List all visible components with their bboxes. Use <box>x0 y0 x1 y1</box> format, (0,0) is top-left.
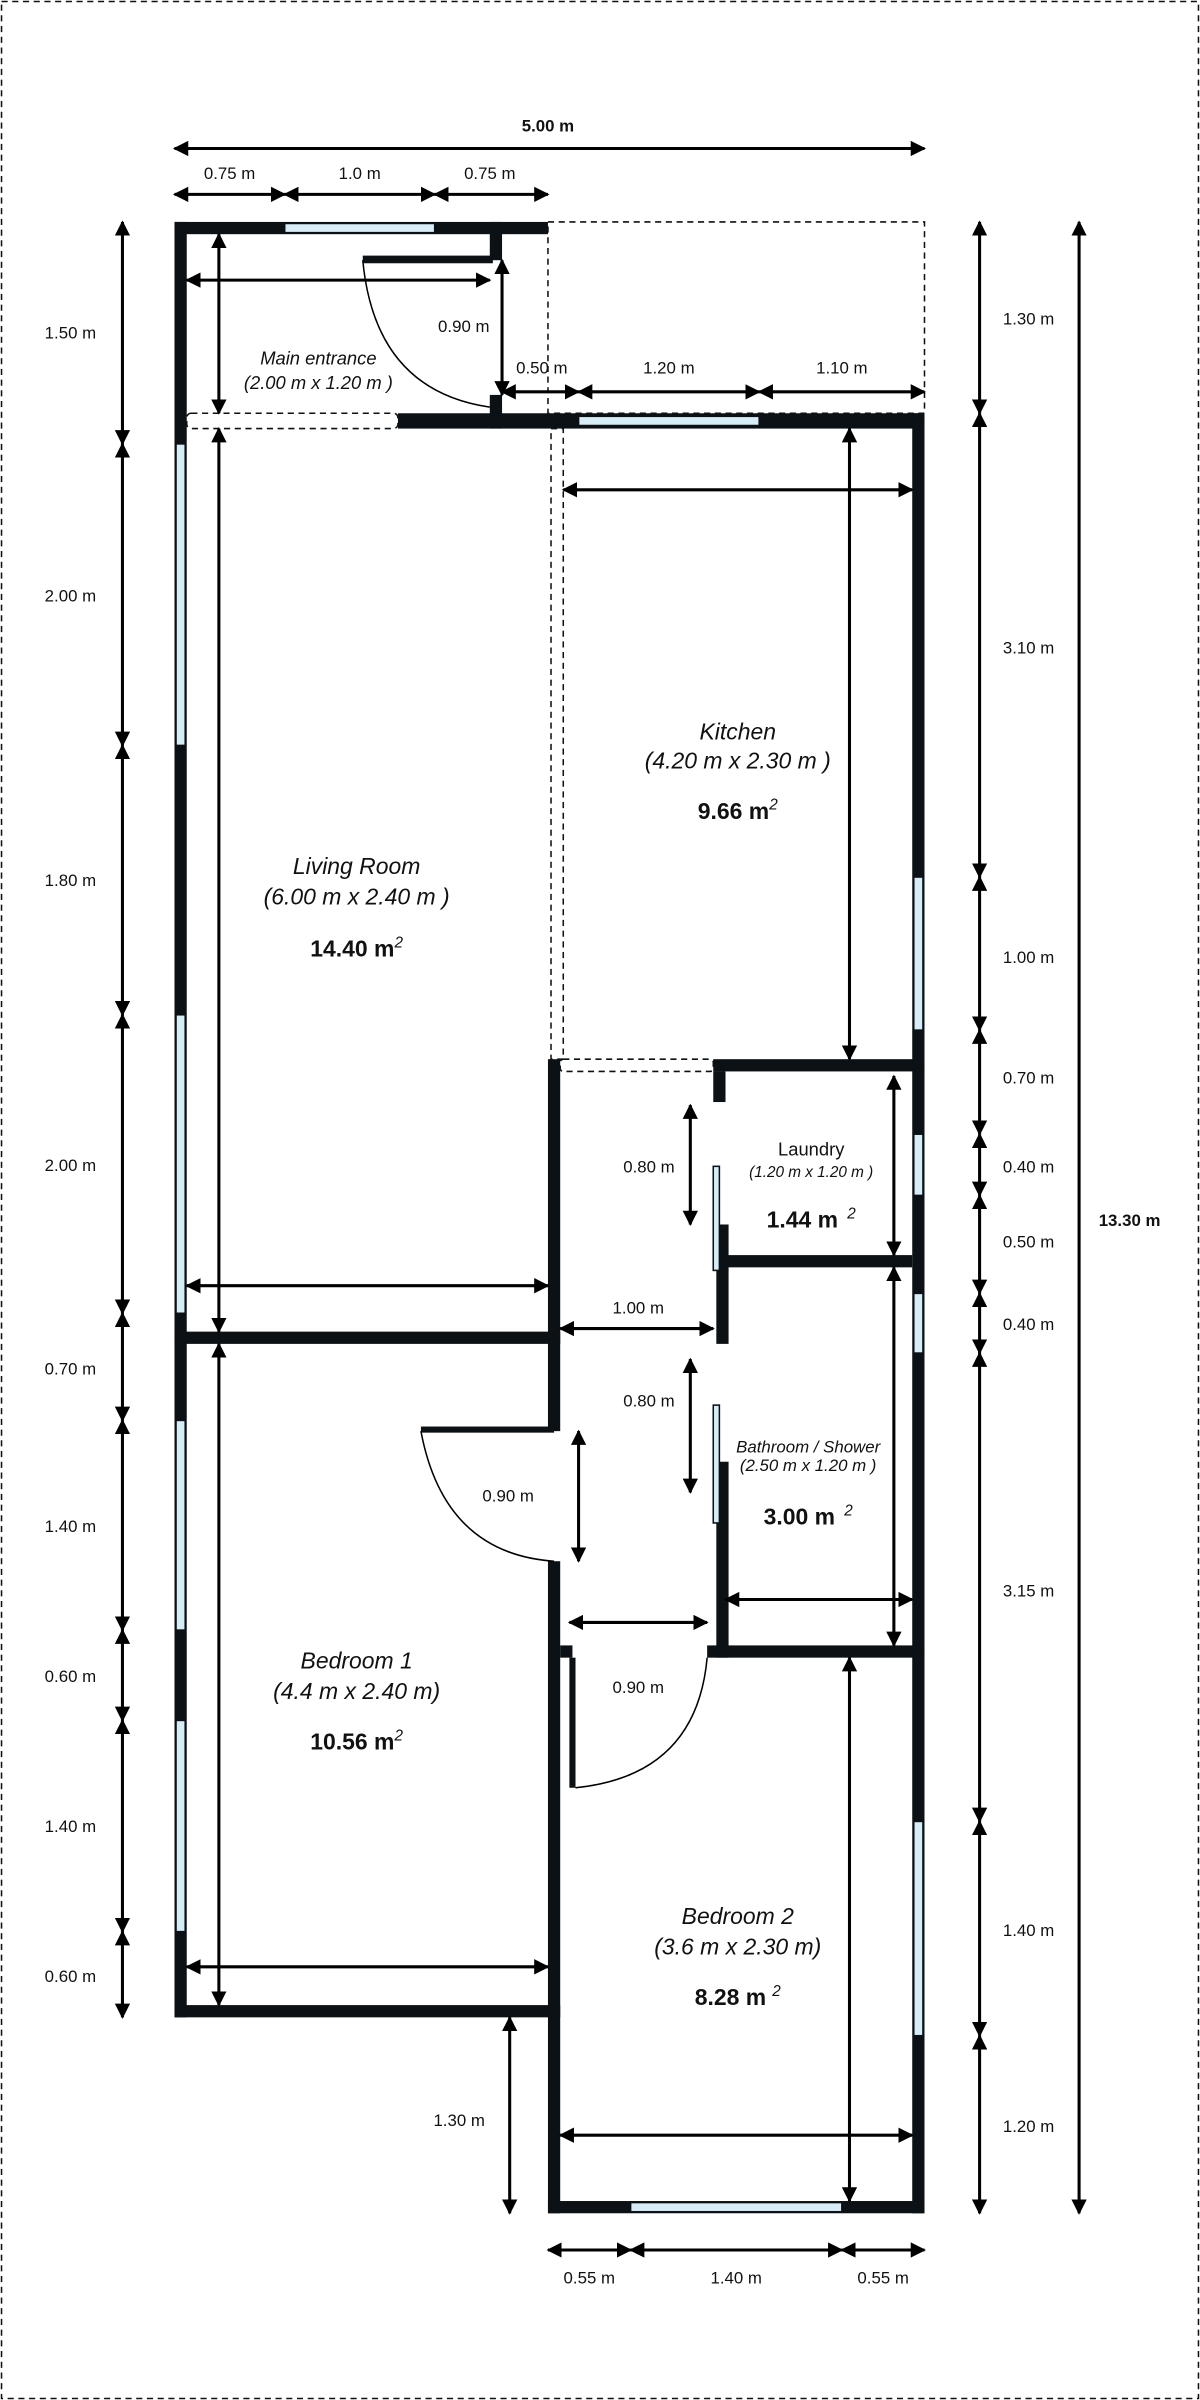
room-dims: (1.20 m x 1.20 m ) <box>749 1164 873 1181</box>
left-dims: 1.50 m 2.00 m 1.80 m 2.00 m 0.70 m 1.40 … <box>45 220 131 2019</box>
dim-right-9: 1.20 m <box>1003 2117 1054 2136</box>
dim-right-5: 0.50 m <box>1003 1232 1054 1251</box>
dim-bottom-1: 1.40 m <box>710 2269 761 2288</box>
room-area: 9.66 m <box>698 798 769 824</box>
room-area: 3.00 m <box>764 1503 835 1529</box>
dim-right-3: 0.70 m <box>1003 1069 1054 1088</box>
right-dims: 1.30 m 3.10 m 1.00 m 0.70 m 0.40 m 0.50 … <box>971 220 1161 2215</box>
dim-top-total: 5.00 m <box>522 117 574 136</box>
room-entrance: Main entrance (2.00 m x 1.20 m ) <box>244 347 393 392</box>
room-dims: (4.4 m x 2.40 m) <box>273 1678 440 1704</box>
dim-bottom-2: 0.55 m <box>857 2269 908 2288</box>
dim-right-1: 3.10 m <box>1003 639 1054 658</box>
room-name: Bedroom 2 <box>682 1903 794 1929</box>
dim-right-0: 1.30 m <box>1003 309 1054 328</box>
svg-text:3.00 m2: 3.00 m2 <box>764 1502 854 1529</box>
svg-text:14.40 m2: 14.40 m2 <box>310 934 403 961</box>
dim-bedroom2-door: 0.90 m <box>613 1678 664 1697</box>
dim-kitchen-top-0: 0.50 m <box>516 358 567 377</box>
bedroom2-door-swing <box>575 1657 708 1789</box>
room-living: Living Room (6.00 m x 2.40 m ) 14.40 m2 <box>264 853 450 962</box>
svg-text:8.28 m2: 8.28 m2 <box>695 1983 782 2010</box>
room-dims: (2.50 m x 1.20 m ) <box>740 1456 877 1475</box>
interior-dims: 0.90 m 0.50 m 1.20 m 1.10 m 0.80 m 1.00 … <box>185 232 927 2203</box>
room-bedroom1: Bedroom 1 (4.4 m x 2.40 m) 10.56 m2 <box>273 1647 440 1754</box>
room-dims: (4.20 m x 2.30 m ) <box>645 747 831 773</box>
dim-right-total: 13.30 m <box>1099 1211 1161 1230</box>
room-area: 8.28 m <box>695 1984 766 2010</box>
dim-hall-upper: 0.80 m <box>623 1157 674 1176</box>
dim-left-5: 1.40 m <box>45 1517 96 1536</box>
room-dims: (2.00 m x 1.20 m ) <box>244 372 393 393</box>
room-name: Bathroom / Shower <box>736 1438 881 1457</box>
dim-top-0: 0.75 m <box>204 164 255 183</box>
dim-left-8: 0.60 m <box>45 1967 96 1986</box>
dim-left-4: 0.70 m <box>45 1359 96 1378</box>
room-name: Laundry <box>778 1139 845 1160</box>
windows <box>175 222 924 2213</box>
bottom-dims: 0.55 m 1.40 m 0.55 m 1.30 m <box>433 2015 927 2288</box>
dim-kitchen-top-1: 1.20 m <box>643 358 694 377</box>
dim-right-6: 0.40 m <box>1003 1315 1054 1334</box>
dim-right-7: 3.15 m <box>1003 1581 1054 1600</box>
room-kitchen: Kitchen (4.20 m x 2.30 m ) 9.66 m2 <box>645 718 831 824</box>
room-bathroom: Bathroom / Shower (2.50 m x 1.20 m ) 3.0… <box>736 1438 881 1530</box>
room-name: Bedroom 1 <box>301 1647 413 1673</box>
room-name: Living Room <box>293 853 421 879</box>
dim-hall-lower: 0.80 m <box>623 1392 674 1411</box>
svg-text:9.66 m2: 9.66 m2 <box>698 797 778 824</box>
dim-left-0: 1.50 m <box>45 323 96 342</box>
bedroom1-door-swing <box>420 1430 555 1562</box>
dim-left-7: 1.40 m <box>45 1817 96 1836</box>
dim-top-2: 0.75 m <box>464 164 515 183</box>
dim-right-4: 0.40 m <box>1003 1157 1054 1176</box>
dim-left-6: 0.60 m <box>45 1667 96 1686</box>
dim-right-2: 1.00 m <box>1003 948 1054 967</box>
dim-left-1: 2.00 m <box>45 587 96 606</box>
dim-left-2: 1.80 m <box>45 871 96 890</box>
svg-text:10.56 m2: 10.56 m2 <box>310 1727 403 1754</box>
room-name: Main entrance <box>260 347 376 368</box>
dim-left-3: 2.00 m <box>45 1156 96 1175</box>
dim-bedroom1-door: 0.90 m <box>482 1487 533 1506</box>
room-dims: (6.00 m x 2.40 m ) <box>264 884 450 910</box>
room-area: 1.44 m <box>767 1207 838 1233</box>
dim-top-1: 1.0 m <box>339 164 381 183</box>
room-area: 14.40 m <box>310 936 394 962</box>
room-dims: (3.6 m x 2.30 m) <box>654 1934 821 1960</box>
dim-right-8: 1.40 m <box>1003 1921 1054 1940</box>
dim-bottom-left: 1.30 m <box>433 2111 484 2130</box>
room-area: 10.56 m <box>310 1728 394 1754</box>
dim-kitchen-top-2: 1.10 m <box>816 358 867 377</box>
entrance-door-swing <box>361 260 490 408</box>
svg-text:1.44 m2: 1.44 m2 <box>767 1205 857 1232</box>
room-name: Kitchen <box>699 718 776 744</box>
dim-bottom-0: 0.55 m <box>564 2269 615 2288</box>
dim-entrance-door: 0.90 m <box>438 317 489 336</box>
dim-hall-width: 1.00 m <box>613 1298 664 1317</box>
